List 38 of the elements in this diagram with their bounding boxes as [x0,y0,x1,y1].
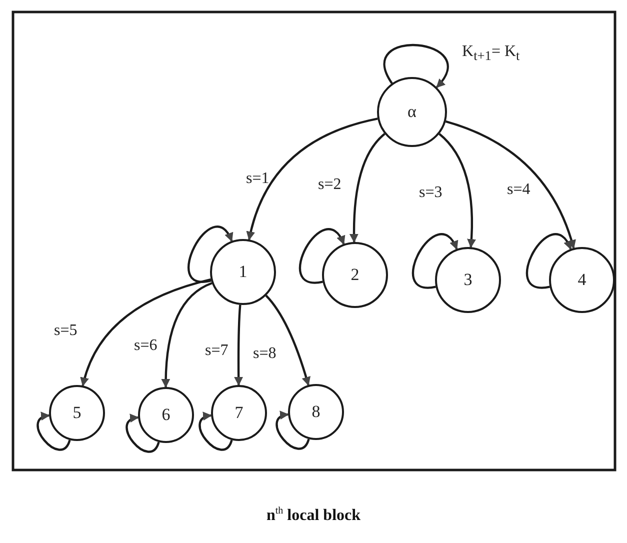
edge-label: s=2 [318,177,342,193]
arrow [234,304,244,386]
arrow [438,133,476,248]
self-loop-arrow [276,412,310,450]
state-label: 7 [234,403,244,423]
edge-label: s=5 [54,323,78,339]
self-loop-arrow [188,226,233,283]
arrow [445,120,576,249]
self-loop-arrow [198,413,233,451]
self-loop-arrow [526,234,572,289]
self-loop-arrow [299,228,345,284]
state-circle [377,77,447,147]
self-loop-arrow [412,234,458,289]
edge-label: s=8 [253,346,276,362]
edge-label: s=7 [205,343,228,359]
arrow [350,133,386,243]
state-label: 1 [238,262,248,282]
arrow [161,282,212,388]
state-label: 8 [312,402,320,422]
state-label: 6 [162,405,170,425]
state-label: α [408,102,416,122]
self-loop-arrow [126,415,160,453]
edge-label: s=3 [419,185,442,201]
edge-label: s=4 [507,182,530,198]
self-loop-arrow [384,44,449,88]
state-label: 4 [578,270,586,290]
edge-label: s=1 [246,171,270,187]
state-label: 3 [464,270,472,290]
edge-label: s=6 [134,338,158,354]
arrow [246,118,378,240]
arrow [80,278,212,386]
caption: n$^{th}$ local block [266,507,361,524]
arrow [265,294,310,386]
edge-label: K$_{t+1}$= K$_{t}$ [462,44,520,63]
state-circle [210,239,276,305]
state-label: 2 [350,265,360,285]
self-loop-arrow [36,413,71,451]
state-label: 5 [72,403,82,423]
